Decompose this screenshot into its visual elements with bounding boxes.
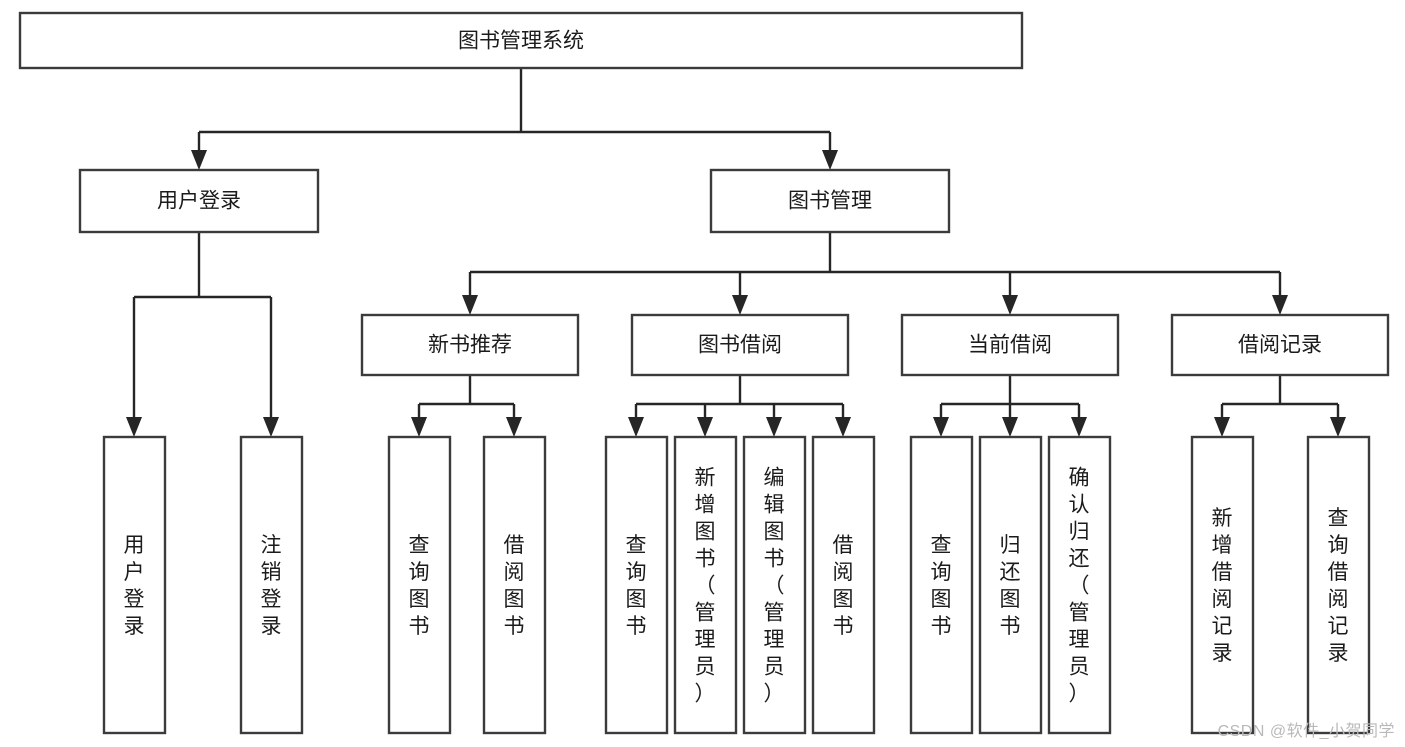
- arrowhead-leaf-cur-confirm-return: [1071, 417, 1087, 437]
- node-leaf-rec-add-record-box[interactable]: [1190, 435, 1255, 735]
- node-leaf-borrow-edit-book-label: 编辑图书（管理员）: [764, 467, 785, 706]
- node-leaf-rec-borrow-book-box[interactable]: [482, 435, 547, 735]
- arrowhead-leaf-rec-query-record: [1330, 417, 1346, 437]
- node-book-manage[interactable]: 图书管理: [709, 168, 951, 234]
- node-leaf-rec-query-record[interactable]: 查询借阅记录: [1306, 435, 1371, 735]
- arrowhead-leaf-borrow-lend-book: [835, 417, 851, 437]
- node-current-borrow-box[interactable]: [900, 313, 1120, 377]
- node-book-borrow-box[interactable]: [630, 313, 850, 377]
- node-current-borrow-label: 当前借阅: [968, 334, 1052, 357]
- node-leaf-borrow-lend-book[interactable]: 借阅图书: [811, 435, 876, 735]
- node-leaf-borrow-query-book[interactable]: 查询图书: [604, 435, 669, 735]
- node-leaf-rec-query-book[interactable]: 查询图书: [387, 435, 452, 735]
- node-leaf-borrow-add-book-label: 新增图书（管理员）: [695, 467, 716, 706]
- arrowhead-leaf-user-logout: [263, 417, 279, 437]
- node-leaf-cur-confirm-return-label: 确认归还（管理员）: [1069, 467, 1090, 706]
- node-leaf-borrow-lend-book-label: 借阅图书: [833, 534, 854, 638]
- arrowhead-leaf-rec-add-record: [1214, 417, 1230, 437]
- edge-group-current-borrow-to-leaves: [933, 375, 1087, 437]
- node-leaf-user-logout-label: 注销登录: [261, 534, 282, 638]
- node-user-login[interactable]: 用户登录: [78, 168, 320, 234]
- node-leaf-rec-add-record-label: 新增借阅记录: [1212, 507, 1233, 665]
- edge-group-book-borrow-to-leaves: [628, 375, 851, 437]
- arrowhead-leaf-user-login: [126, 417, 142, 437]
- arrowhead-leaf-rec-query-book: [411, 417, 427, 437]
- node-current-borrow[interactable]: 当前借阅: [900, 313, 1120, 377]
- csdn-watermark: CSDN @软件_小贺同学: [1217, 723, 1395, 740]
- node-user-login-box[interactable]: [78, 168, 320, 234]
- node-leaf-cur-query-book-box[interactable]: [909, 435, 974, 735]
- node-borrow-record[interactable]: 借阅记录: [1170, 313, 1390, 377]
- node-leaf-borrow-query-book-label: 查询图书: [626, 534, 647, 638]
- node-leaf-user-login-box[interactable]: [102, 435, 167, 735]
- node-leaf-cur-query-book[interactable]: 查询图书: [909, 435, 974, 735]
- node-leaf-cur-query-book-label: 查询图书: [931, 534, 952, 638]
- edge-group-root-to-level1: [191, 68, 838, 170]
- arrowhead-leaf-rec-borrow-book: [506, 417, 522, 437]
- edge-group-book-manage-to-level2: [462, 232, 1288, 315]
- node-leaf-rec-borrow-book[interactable]: 借阅图书: [482, 435, 547, 735]
- node-book-borrow[interactable]: 图书借阅: [630, 313, 850, 377]
- arrowhead-borrow-record: [1272, 295, 1288, 315]
- node-leaf-cur-return-book-label: 归还图书: [1000, 534, 1021, 638]
- node-root-box[interactable]: [18, 11, 1024, 70]
- node-leaf-user-logout-box[interactable]: [239, 435, 304, 735]
- node-leaf-cur-return-book[interactable]: 归还图书: [978, 435, 1043, 735]
- node-new-book-recommend[interactable]: 新书推荐: [360, 313, 580, 377]
- arrowhead-user-login: [191, 150, 207, 170]
- node-book-manage-box[interactable]: [709, 168, 951, 234]
- node-leaf-borrow-add-book[interactable]: 新增图书（管理员）: [673, 435, 738, 735]
- node-leaf-borrow-query-book-box[interactable]: [604, 435, 669, 735]
- node-leaf-rec-add-record[interactable]: 新增借阅记录: [1190, 435, 1255, 735]
- arrowhead-leaf-borrow-add-book: [697, 417, 713, 437]
- node-leaf-cur-return-book-box[interactable]: [978, 435, 1043, 735]
- node-book-manage-label: 图书管理: [788, 190, 872, 213]
- node-leaf-rec-query-record-box[interactable]: [1306, 435, 1371, 735]
- node-leaf-user-login[interactable]: 用户登录: [102, 435, 167, 735]
- node-root[interactable]: 图书管理系统: [18, 11, 1024, 70]
- node-leaf-cur-confirm-return[interactable]: 确认归还（管理员）: [1047, 435, 1112, 735]
- node-root-label: 图书管理系统: [458, 30, 584, 53]
- arrowhead-current-borrow: [1002, 295, 1018, 315]
- node-leaf-borrow-edit-book[interactable]: 编辑图书（管理员）: [742, 435, 807, 735]
- node-leaf-borrow-add-book-box[interactable]: [673, 435, 738, 735]
- arrowhead-leaf-cur-return-book: [1002, 417, 1018, 437]
- node-user-login-label: 用户登录: [157, 190, 241, 213]
- arrowhead-leaf-borrow-edit-book: [766, 417, 782, 437]
- node-leaf-rec-query-record-label: 查询借阅记录: [1328, 507, 1349, 665]
- edge-group-borrow-record-to-leaves: [1214, 375, 1346, 437]
- arrowhead-new-book-recommend: [462, 295, 478, 315]
- arrowhead-leaf-cur-query-book: [933, 417, 949, 437]
- node-borrow-record-box[interactable]: [1170, 313, 1390, 377]
- arrowhead-book-borrow: [732, 295, 748, 315]
- node-new-book-recommend-box[interactable]: [360, 313, 580, 377]
- arrowhead-book-manage: [822, 150, 838, 170]
- node-leaf-borrow-lend-book-box[interactable]: [811, 435, 876, 735]
- node-leaf-rec-borrow-book-label: 借阅图书: [504, 534, 525, 638]
- node-new-book-recommend-label: 新书推荐: [428, 334, 512, 357]
- node-borrow-record-label: 借阅记录: [1238, 334, 1322, 357]
- edge-group-user-login-to-leaves: [126, 232, 279, 437]
- arrowhead-leaf-borrow-query-book: [628, 417, 644, 437]
- node-leaf-cur-confirm-return-box[interactable]: [1047, 435, 1112, 735]
- edge-group-new-book-recommend-to-leaves: [411, 375, 522, 437]
- node-leaf-user-login-label: 用户登录: [124, 534, 145, 638]
- node-leaf-rec-query-book-box[interactable]: [387, 435, 452, 735]
- node-leaf-rec-query-book-label: 查询图书: [409, 534, 430, 638]
- node-leaf-borrow-edit-book-box[interactable]: [742, 435, 807, 735]
- node-book-borrow-label: 图书借阅: [698, 334, 782, 357]
- node-leaf-user-logout[interactable]: 注销登录: [239, 435, 304, 735]
